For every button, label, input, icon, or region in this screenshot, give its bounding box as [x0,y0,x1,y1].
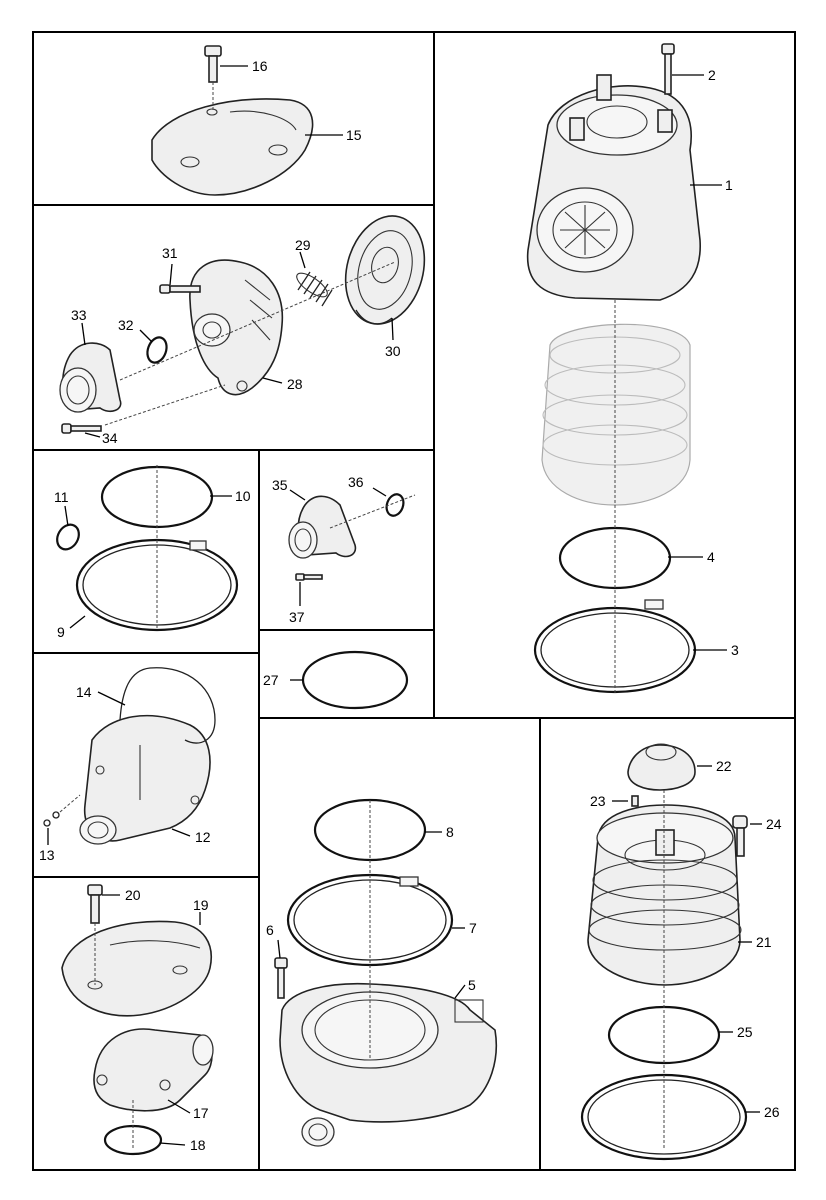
part-pipe-flange-small [288,495,357,559]
part-bolt-flange [61,423,102,434]
callout-7: 7 [469,920,477,936]
part-thermostat-spring [296,271,333,307]
callout-6: 6 [266,922,274,938]
callout-34: 34 [102,430,118,446]
callout-37: 37 [289,609,305,625]
callout-24: 24 [766,816,782,832]
part-thermostat-housing [189,259,284,396]
callout-21: 21 [756,934,772,950]
part-small-screw-13 [43,811,60,827]
part-screw-23 [631,795,639,807]
callout-35: 35 [272,477,288,493]
part-oring-27 [301,650,409,710]
part-bolt-top-cover [204,45,222,112]
callout-18: 18 [190,1137,206,1153]
callout-36: 36 [348,474,364,490]
callout-10: 10 [235,488,251,504]
part-bolt-24 [732,815,748,857]
callout-4: 4 [707,549,715,565]
callout-13: 13 [39,847,55,863]
callout-8: 8 [446,824,454,840]
part-water-outlet-17 [93,1028,214,1112]
part-bolt-2 [661,43,675,95]
callout-11: 11 [54,489,69,505]
callout-1: 1 [725,177,733,193]
callout-9: 9 [57,624,65,640]
part-oring-small-left [56,523,80,551]
callout-27: 27 [263,672,279,688]
callout-20: 20 [125,887,141,903]
panel-frames [32,31,796,1171]
callout-33: 33 [71,307,87,323]
part-gasket-seal-14 [119,667,216,744]
callout-14: 14 [76,684,92,700]
callout-15: 15 [346,127,362,143]
callout-30: 30 [385,343,401,359]
callout-16: 16 [252,58,268,74]
part-oring-flange [385,493,405,517]
callout-29: 29 [295,237,311,253]
callout-25: 25 [737,1024,753,1040]
part-bolt-6 [274,957,288,999]
leader-lines [47,65,762,1146]
part-cap-22 [627,743,696,791]
callout-23: 23 [590,793,606,809]
part-cover-19 [61,920,212,1017]
part-bolt-flange-small [295,573,323,581]
part-inner-shell-ghost [541,323,691,506]
callout-3: 3 [731,642,739,658]
callout-2: 2 [708,67,716,83]
part-cover-top [151,98,314,196]
part-thermostat-gasket [344,215,426,325]
part-oring-small-housing [146,336,168,364]
callout-22: 22 [716,758,732,774]
part-bolt-housing [159,284,201,294]
callout-17: 17 [193,1105,209,1121]
part-outlet-flange [59,342,122,413]
part-pump-housing-main [526,74,701,301]
part-bolt-20 [87,884,103,985]
callout-26: 26 [764,1104,780,1120]
callout-28: 28 [287,376,303,392]
part-pump-body-5 [279,982,498,1147]
callout-31: 31 [162,245,178,261]
callout-32: 32 [118,317,134,333]
callout-12: 12 [195,829,211,845]
callout-5: 5 [468,977,476,993]
callout-19: 19 [193,897,209,913]
panel-b-axes [104,261,396,426]
part-pump-housing-12 [79,714,211,845]
callout-labels: 16 15 2 1 4 3 31 29 30 33 32 28 34 10 11… [39,58,782,1153]
